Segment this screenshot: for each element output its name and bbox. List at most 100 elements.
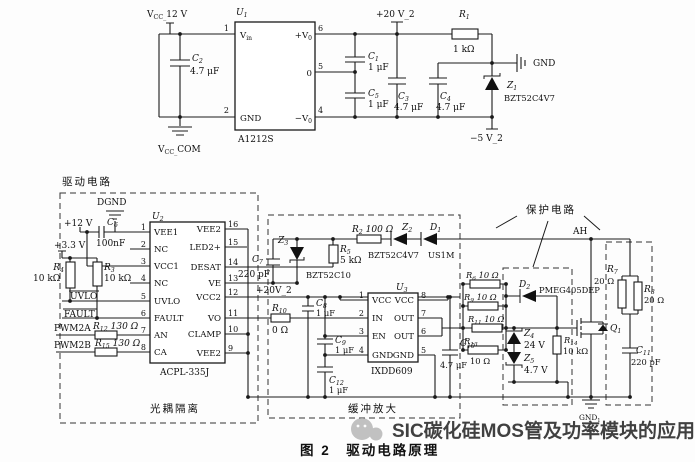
- resistor-r9: [467, 301, 499, 311]
- label-r7-ref: R7: [606, 265, 618, 276]
- junction-dot: [461, 304, 465, 308]
- label-r6: R6 10 Ω: [465, 270, 499, 282]
- label-vcc-input: VCC_12 V: [146, 10, 188, 21]
- u1-pin-name: Vin: [239, 31, 252, 42]
- label-z4-ref: Z4: [523, 329, 534, 340]
- u3-pin-number: 6: [421, 327, 426, 336]
- junction-dot: [323, 353, 327, 357]
- gate-resistor-box: [605, 241, 653, 406]
- u2-pin-number: 15: [228, 238, 238, 247]
- junction-dot: [68, 256, 72, 260]
- label-r12: R12 130 Ω: [92, 322, 139, 333]
- resistor-r1: [451, 28, 479, 40]
- label-c8-val: 1 μF: [316, 308, 335, 318]
- u2-pin-name: FAULT: [154, 314, 184, 324]
- zener-z2-icon: [393, 233, 407, 245]
- u2-pin-number: 12: [228, 288, 238, 297]
- u2-body: [149, 221, 226, 364]
- junction-dot: [353, 32, 357, 36]
- zener-z3-bar: [289, 257, 305, 263]
- junction-dot: [295, 237, 299, 241]
- junction-dot: [295, 281, 299, 285]
- junction-dot: [566, 395, 570, 399]
- u3-pin-number: 2: [359, 309, 364, 318]
- junction-dot: [323, 334, 327, 338]
- u2-pin-number: 6: [141, 309, 146, 318]
- resistor-r10: [270, 313, 291, 323]
- u2-pin-number: 14: [228, 258, 238, 267]
- u2-pin-name: VE: [208, 279, 221, 289]
- label-c1-val: 1 μF: [368, 63, 389, 73]
- junction-dot: [589, 395, 593, 399]
- label-vcccom: VCC_COM: [157, 145, 201, 156]
- label-c3-val: 4.7 μF: [394, 103, 423, 113]
- junction-dot: [338, 295, 342, 299]
- label-drive-circuit: 驱动电路: [62, 175, 112, 188]
- junction-dot: [306, 295, 310, 299]
- u1-pin-name: 0: [307, 69, 312, 79]
- figure-caption: 图 2 驱动电路原理: [300, 442, 439, 458]
- u2-pin-number: 9: [228, 344, 233, 353]
- u3-pin-name: GND: [393, 351, 414, 361]
- u2-pin-name: CLAMP: [188, 330, 221, 340]
- label-r10-ref: R10: [271, 304, 287, 315]
- junction-dot: [85, 230, 89, 234]
- junction-dot: [246, 351, 250, 355]
- label-r14-val: 10 kΩ: [563, 346, 588, 356]
- label-c8-ref: C8: [316, 299, 327, 310]
- label-r9: R9 10 Ω: [463, 292, 497, 304]
- u3-pin-number: 5: [421, 346, 426, 355]
- u2-pin-name: VEE1: [153, 228, 178, 238]
- label-c12-val: 1 μF: [329, 385, 348, 395]
- junction-dot: [246, 332, 250, 336]
- u3-pin-name: VCC: [394, 296, 415, 306]
- resistor-r6: [469, 279, 501, 289]
- label-c6-val: 100nF: [96, 239, 125, 249]
- u1-pin-name: −V0: [295, 114, 312, 125]
- label-plus20v2: +20 V_2: [376, 10, 415, 20]
- junction-dot: [512, 380, 516, 384]
- junction-dot: [306, 395, 310, 399]
- label-r3-ref: R3: [103, 263, 115, 274]
- u3-pin-name: IN: [372, 314, 383, 324]
- label-dgnd: DGND: [97, 198, 127, 208]
- u2-pin-number: 7: [141, 326, 146, 335]
- mosfet-q1-body-diode-icon: [598, 324, 608, 331]
- buffer-amplifier-box: [267, 214, 461, 419]
- label-pwm2a: PWM2A: [54, 324, 91, 334]
- junction-dot: [628, 395, 632, 399]
- label-r5-ref: R5: [339, 245, 351, 256]
- label-r4-val: 10 kΩ: [33, 274, 60, 284]
- label-z5-ref: Z5: [523, 354, 534, 365]
- label-minus5v2: −5 V_2: [470, 134, 503, 144]
- u3-pin-number: 1: [359, 291, 364, 300]
- label-gnd1: GND1: [579, 413, 601, 424]
- u2-pin-name: VCC1: [153, 262, 179, 272]
- vcccom-ground-icon: [168, 126, 192, 136]
- protection-clamp-box: [502, 267, 573, 406]
- u2-pin-name: DESAT: [190, 263, 221, 273]
- label-c10-ref: C10: [460, 339, 475, 350]
- label-opto-isolation: 光耦隔离: [150, 402, 200, 415]
- u3-body: [367, 292, 419, 363]
- label-r13-val: 10 Ω: [470, 356, 490, 366]
- resistor-r7: [617, 279, 627, 309]
- u3-pin-name: GND: [372, 351, 393, 361]
- junction-dot: [555, 380, 559, 384]
- resistor-r2: [356, 234, 382, 244]
- diode-d2-icon: [522, 290, 536, 302]
- label-r7-val: 20 Ω: [594, 276, 614, 286]
- u2-pin-name: NC: [154, 279, 169, 289]
- u2-pin-name: VEE2: [196, 349, 221, 359]
- u2-pin-name: VCC2: [195, 293, 221, 303]
- label-z2-ref: Z2: [401, 223, 412, 234]
- zener-z4-icon: [507, 332, 521, 344]
- u1-pin-number: 1: [224, 24, 229, 33]
- u2-pin-name: AN: [153, 331, 168, 341]
- junction-dot: [433, 395, 437, 399]
- junction-dot: [323, 395, 327, 399]
- label-c2-ref: C2: [192, 54, 203, 65]
- label-c9-val: 1 μF: [335, 345, 354, 355]
- optocoupler-isolation-box: [59, 192, 259, 424]
- u2-pin-number: 4: [141, 274, 146, 283]
